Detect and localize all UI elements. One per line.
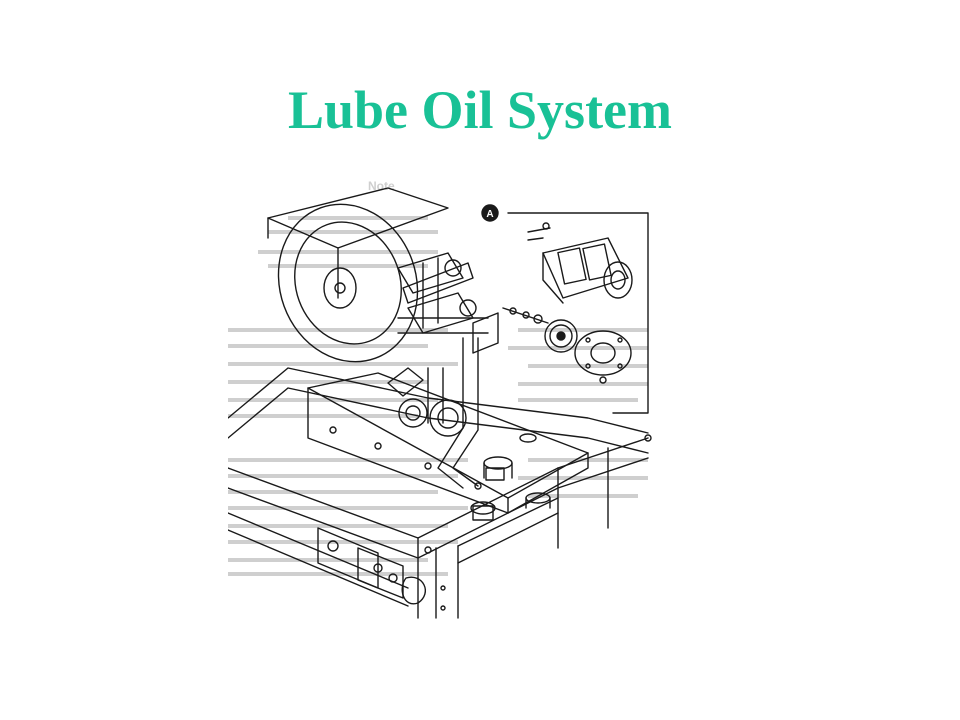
control-panel	[317, 527, 426, 605]
pump-assembly	[397, 252, 499, 354]
oil-reservoir	[307, 372, 589, 514]
lube-oil-system-drawing: Note	[228, 168, 668, 620]
slide-title: Lube Oil System	[287, 80, 673, 140]
callout-label: A	[486, 209, 493, 220]
detail-callout-a: A	[481, 204, 649, 414]
bleed-through-text: Note	[228, 179, 648, 576]
bleed-through-heading: Note	[368, 179, 395, 193]
flywheel-housing	[277, 203, 419, 363]
